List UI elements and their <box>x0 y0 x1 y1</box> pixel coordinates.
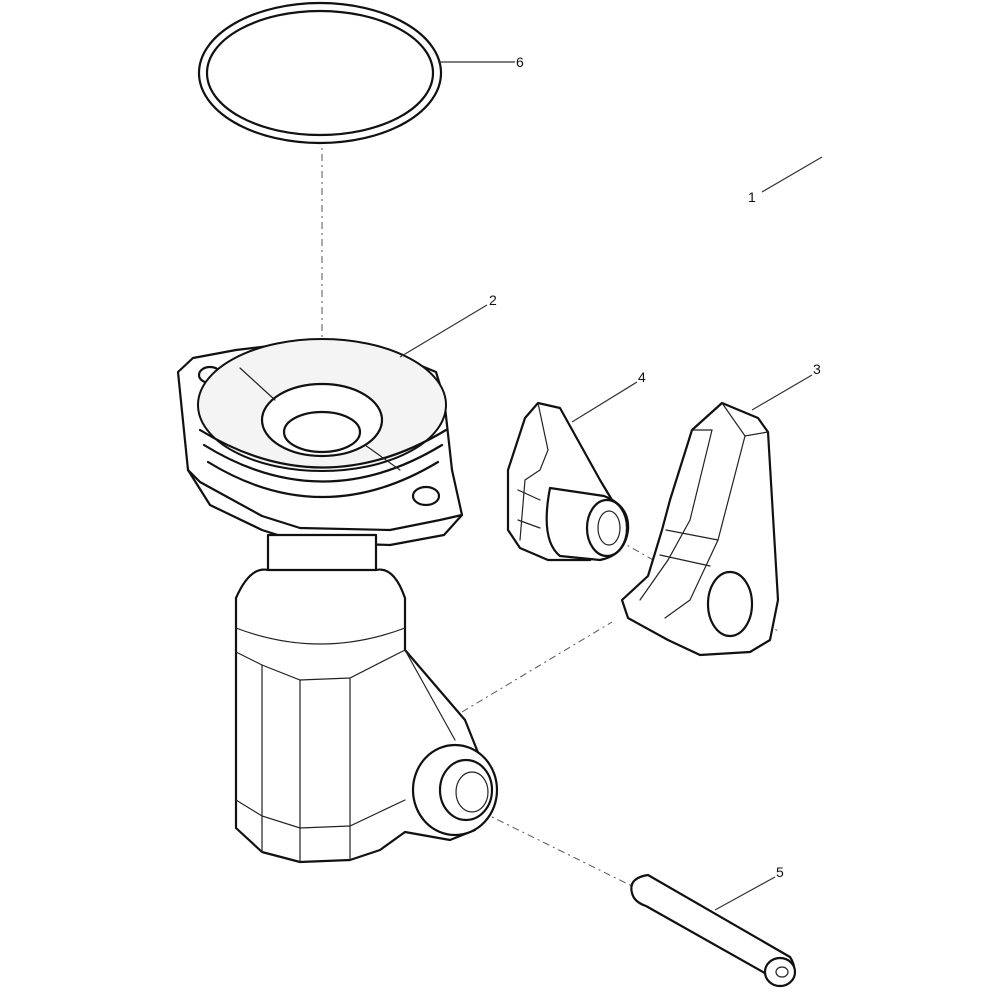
callout-2-leader <box>399 304 488 358</box>
pin-axis-line <box>481 811 641 891</box>
valve-housing-icon <box>176 338 499 864</box>
callout-4: 4 <box>638 369 646 385</box>
callout-5-leader <box>714 876 776 911</box>
pin-end-face <box>763 956 797 988</box>
lever-bracket-icon <box>506 401 630 562</box>
callout-1-leader <box>761 156 823 193</box>
callout-3-leader <box>751 374 813 411</box>
callout-5: 5 <box>776 864 784 880</box>
bracket-face-edge <box>519 402 549 541</box>
bowl-outlet <box>282 410 362 454</box>
bracket-notch <box>517 489 541 529</box>
callout-3: 3 <box>813 361 821 377</box>
housing-shoulder <box>235 627 406 645</box>
lever-arm-ridge-3 <box>639 429 713 601</box>
bowl-slope-left <box>239 367 276 401</box>
housing-base-edge <box>235 799 406 829</box>
lever-arm-ridge-2 <box>664 435 746 619</box>
bracket-bushing-face <box>585 498 629 558</box>
bowl-groove-1 <box>198 428 448 469</box>
pin-end-bore <box>775 966 789 978</box>
pivot-boss-inner <box>438 758 494 822</box>
callout-4-leader <box>571 381 638 423</box>
flange-hole-right <box>411 485 441 507</box>
bracket-bushing-bore <box>597 510 621 546</box>
lever-arm-ridge-4 <box>659 529 719 567</box>
assembly-leader-icon <box>761 156 823 193</box>
pivot-bore <box>455 771 489 813</box>
callout-1: 1 <box>748 189 756 205</box>
bowl-groove-3 <box>206 460 440 498</box>
flange-edge <box>186 468 464 532</box>
lever-arm-hole <box>706 570 754 638</box>
lever-axis-line <box>461 621 613 713</box>
o-ring-inner <box>205 9 435 137</box>
boss-web <box>404 649 456 741</box>
lever-arm-icon <box>620 401 780 657</box>
pin-icon <box>630 873 797 988</box>
lever-arm-body <box>620 401 780 657</box>
o-ring-icon <box>197 1 443 145</box>
bowl-slope-right <box>364 444 401 471</box>
callout-6: 6 <box>516 54 524 70</box>
callout-2: 2 <box>489 292 497 308</box>
bowl-groove-2 <box>202 443 444 483</box>
